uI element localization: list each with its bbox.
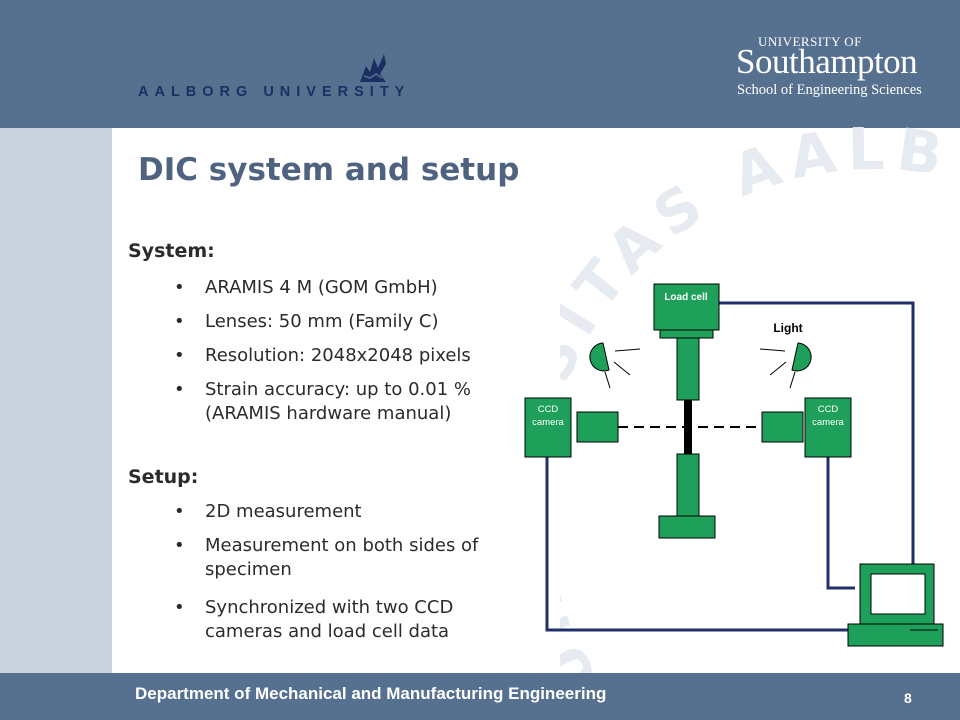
cable-left-camera	[545, 457, 848, 632]
bullet-dot: •	[174, 501, 185, 522]
machine-base	[658, 515, 716, 539]
southampton-logo-sub: School of Engineering Sciences	[737, 82, 922, 98]
specimen	[684, 400, 692, 454]
load-cell-label: Load cell	[664, 292, 708, 303]
right-camera-label-line1: CCD	[818, 404, 839, 415]
bullet-dot: •	[174, 535, 185, 556]
system-heading: System:	[128, 240, 215, 262]
southampton-logo-top: UNIVERSITY OF	[758, 34, 862, 49]
setup-bullet: • Measurement on both sides of specimen	[174, 535, 479, 580]
computer-icon	[847, 563, 944, 647]
system-bullet: • Resolution: 2048x2048 pixels	[174, 345, 471, 366]
left-camera-label-line1: CCD	[538, 404, 559, 415]
bullet-dot: •	[174, 277, 185, 298]
system-bullet: • Strain accuracy: up to 0.01 % (ARAMIS …	[174, 379, 471, 424]
aalborg-university-wordmark: AALBORG UNIVERSITY	[138, 84, 411, 100]
load-cell-block	[653, 283, 720, 331]
department-name: Department of Mechanical and Manufacturi…	[135, 684, 607, 703]
left-side-band	[0, 128, 112, 673]
left-camera-lens	[576, 411, 619, 443]
page-number: 8	[904, 690, 912, 706]
system-bullet: • Lenses: 50 mm (Family C)	[174, 311, 439, 332]
cable-load-cell	[719, 301, 915, 566]
cable-right-camera	[826, 457, 855, 590]
left-camera-label-line2: camera	[532, 417, 564, 428]
bullet-dot: •	[174, 379, 185, 400]
lamp-icon	[759, 342, 812, 389]
system-bullet: • ARAMIS 4 M (GOM GmbH)	[174, 277, 438, 298]
right-camera-lens	[761, 411, 804, 443]
left-ccd-camera	[524, 397, 572, 458]
southampton-logo-main: Southampton	[736, 42, 918, 81]
aau-bird-logo-icon	[360, 54, 386, 82]
southampton-logo: UNIVERSITY OF Southampton School of Engi…	[736, 34, 936, 104]
light-label: Light	[773, 321, 802, 335]
bullet-dot: •	[174, 345, 185, 366]
load-cell-base	[659, 329, 714, 339]
bullet-dot: •	[174, 597, 185, 618]
upper-grip	[676, 337, 700, 401]
lamp-icon	[589, 342, 641, 389]
header-bar: AALBORG UNIVERSITY UNIVERSITY OF Southam…	[0, 0, 960, 128]
setup-heading: Setup:	[128, 466, 199, 488]
setup-bullet: • 2D measurement	[174, 501, 362, 522]
aalborg-university-logo: AALBORG UNIVERSITY	[138, 52, 414, 100]
bullet-dot: •	[174, 311, 185, 332]
setup-bullet: • Synchronized with two CCD cameras and …	[174, 597, 454, 642]
dic-setup-diagram: Load cell Light CCD camera CCD camera	[524, 283, 944, 647]
right-ccd-camera	[804, 397, 852, 458]
footer-bar: Department of Mechanical and Manufacturi…	[0, 673, 960, 720]
slide-title: DIC system and setup	[138, 152, 520, 188]
lower-grip	[676, 453, 700, 517]
right-camera-label-line2: camera	[812, 417, 844, 428]
